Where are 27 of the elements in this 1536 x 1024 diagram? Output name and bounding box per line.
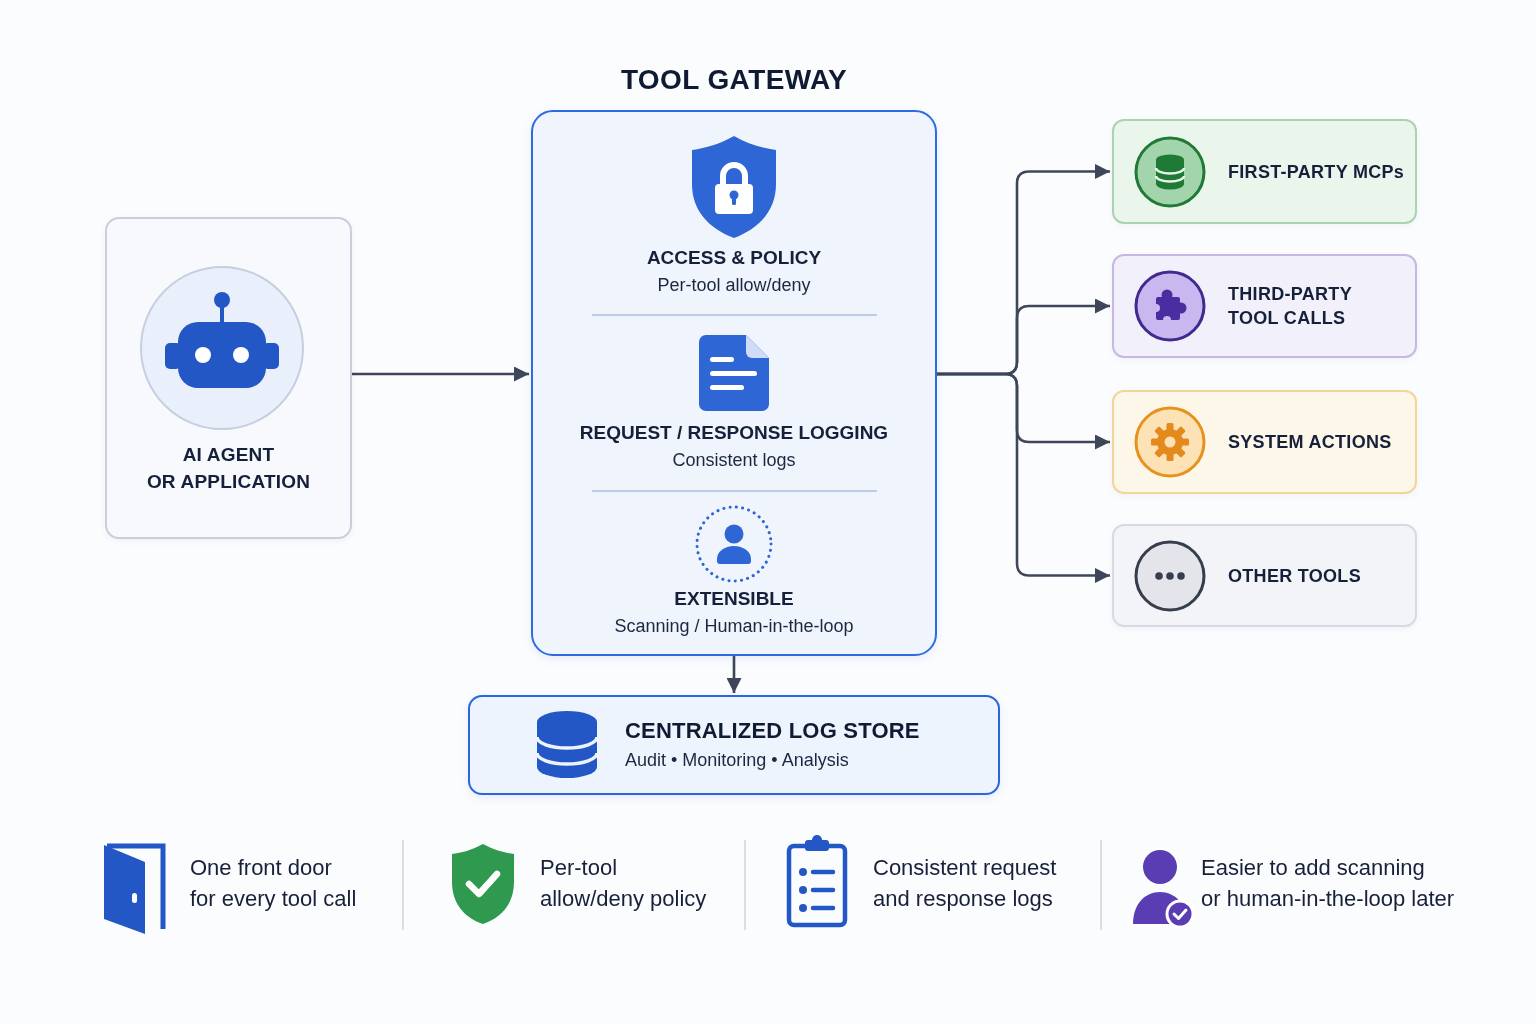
section-heading: EXTENSIBLE: [673, 587, 795, 611]
tool-card: [1112, 119, 1417, 224]
feature-text: Easier to add scanning or human-in-the-loop later: [1201, 854, 1455, 913]
tool-card: [1112, 254, 1417, 358]
card-title: FIRST-PARTY MCPs: [1228, 160, 1405, 184]
section-description: Consistent logs: [671, 449, 797, 472]
tool-card: [1112, 524, 1417, 627]
feature-text: Consistent request and response logs: [873, 854, 1057, 913]
card-title: AI AGENT OR APPLICATION: [145, 443, 312, 494]
section-description: Scanning / Human-in-the-loop: [613, 615, 855, 638]
card-title: CENTRALIZED LOG STORE: [625, 717, 920, 745]
section-heading: REQUEST / RESPONSE LOGGING: [578, 421, 890, 445]
tool-card: [1112, 390, 1417, 494]
agent-card: [105, 217, 352, 539]
feature-text: One front door for every tool call: [190, 854, 357, 913]
arrow: [726, 656, 742, 693]
panel-title: TOOL GATEWAY: [619, 63, 849, 97]
card-title: OTHER TOOLS: [1228, 564, 1361, 588]
arrow: [352, 366, 529, 382]
arrow: [937, 372, 1110, 583]
section-heading: ACCESS & POLICY: [645, 246, 823, 270]
card-title: THIRD-PARTY TOOL CALLS: [1228, 283, 1352, 330]
card-subtitle: Audit • Monitoring • Analysis: [625, 749, 850, 772]
feature-text: Per-tool allow/deny policy: [540, 854, 707, 913]
card-title: SYSTEM ACTIONS: [1228, 431, 1392, 454]
log-store-card: [468, 695, 1000, 795]
section-description: Per-tool allow/deny: [656, 274, 812, 297]
